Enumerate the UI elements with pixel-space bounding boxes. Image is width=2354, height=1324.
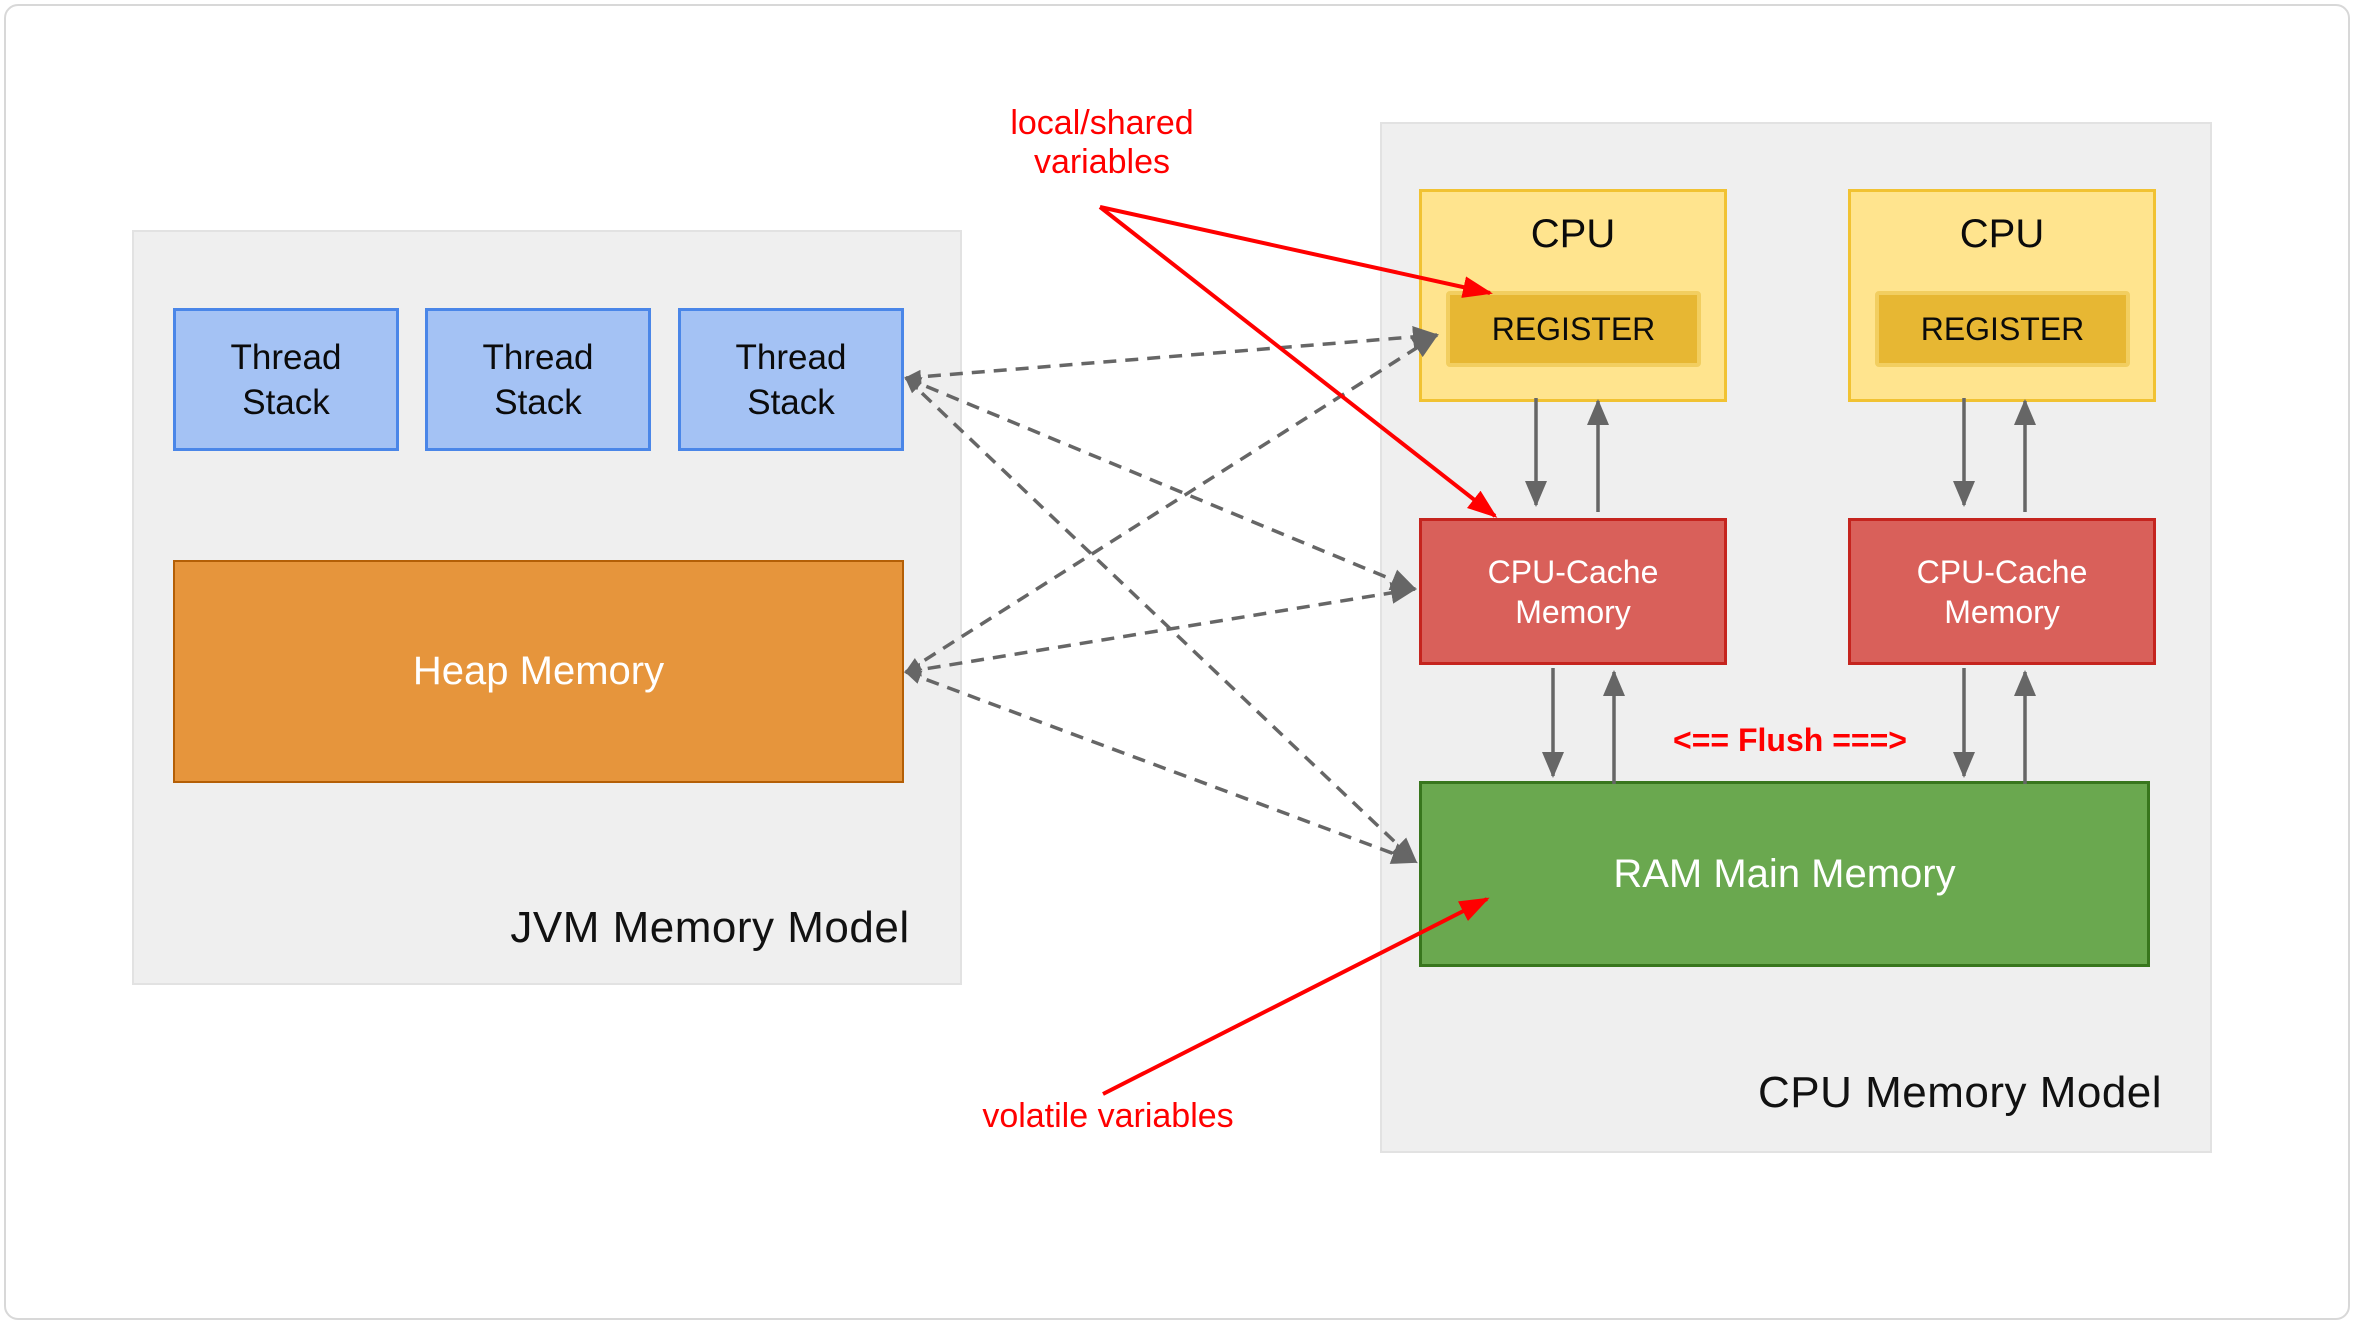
register-label: REGISTER bbox=[1491, 310, 1656, 347]
cpu-label: CPU bbox=[1959, 212, 2045, 256]
thread-stack-box-1: Thread Stack bbox=[173, 308, 399, 451]
dashed-connector-threadstack-ram bbox=[904, 376, 1418, 864]
cpu-box-2: CPU REGISTER bbox=[1848, 189, 2156, 402]
cpu-label: CPU bbox=[1530, 212, 1616, 256]
dashed-connector-heap-register bbox=[904, 333, 1439, 674]
cpu-cache-label: CPU-Cache Memory bbox=[1916, 553, 2088, 630]
register-box-1: REGISTER bbox=[1446, 291, 1701, 367]
ram-main-memory-box: RAM Main Memory bbox=[1419, 781, 2150, 967]
thread-stack-label: Thread Stack bbox=[735, 337, 847, 422]
cpu-cache-box-1: CPU-Cache Memory bbox=[1419, 518, 1727, 665]
thread-stack-box-3: Thread Stack bbox=[678, 308, 904, 451]
ram-label: RAM Main Memory bbox=[1613, 851, 1956, 896]
heap-memory-label: Heap Memory bbox=[412, 649, 665, 693]
thread-stack-box-2: Thread Stack bbox=[425, 308, 651, 451]
cpu-panel-title: CPU Memory Model bbox=[1757, 1068, 2163, 1117]
thread-stack-label: Thread Stack bbox=[230, 337, 342, 422]
cpu-cache-label: CPU-Cache Memory bbox=[1487, 553, 1659, 630]
flush-annotation: <== Flush ===> bbox=[1673, 722, 1907, 758]
local-shared-variables-annotation: local/shared variables bbox=[1010, 104, 1194, 181]
register-box-2: REGISTER bbox=[1875, 291, 2130, 367]
thread-stack-label: Thread Stack bbox=[482, 337, 594, 422]
register-label: REGISTER bbox=[1920, 310, 2085, 347]
dashed-connector-heap-cache bbox=[904, 582, 1417, 677]
dashed-connector-threadstack-cache bbox=[904, 376, 1417, 591]
dashed-connector-threadstack-register bbox=[904, 325, 1439, 384]
volatile-variables-annotation: volatile variables bbox=[982, 1097, 1234, 1135]
jvm-panel-title: JVM Memory Model bbox=[510, 903, 910, 952]
dashed-connector-heap-ram bbox=[904, 670, 1418, 864]
heap-memory-box: Heap Memory bbox=[173, 560, 904, 783]
cpu-box-1: CPU REGISTER bbox=[1419, 189, 1727, 402]
cpu-cache-box-2: CPU-Cache Memory bbox=[1848, 518, 2156, 665]
